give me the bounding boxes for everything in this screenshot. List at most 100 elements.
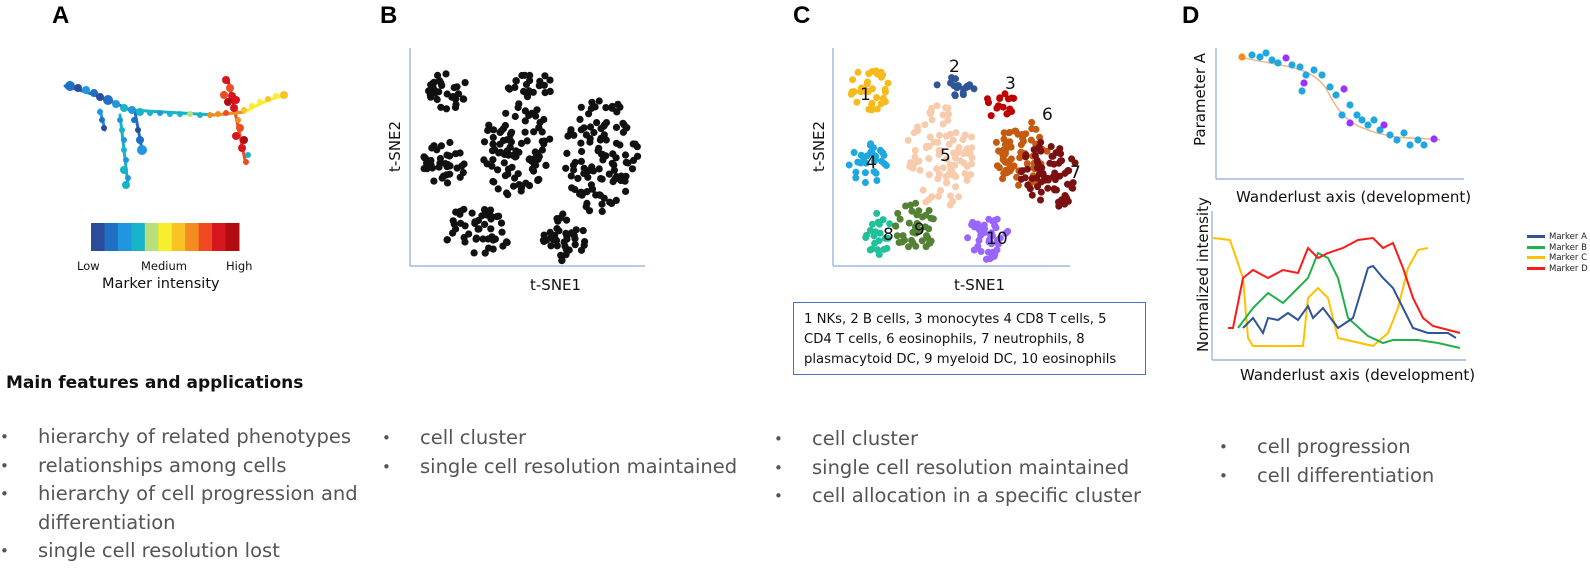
cluster-5-point	[904, 136, 912, 144]
b-cell-point	[596, 191, 604, 199]
cluster-8-point	[873, 209, 881, 217]
d-top-cell-point	[1326, 83, 1334, 91]
b-cell-point	[595, 144, 603, 152]
cluster-7-point	[1057, 157, 1065, 165]
d-top-cell-point	[1300, 79, 1308, 87]
b-cell-point	[446, 162, 454, 170]
b-cell-point	[468, 209, 476, 217]
b-cell-point	[525, 111, 533, 119]
cluster-6-point	[1000, 135, 1008, 143]
b-cell-point	[590, 128, 598, 137]
cluster-6-point	[1007, 155, 1015, 163]
cluster-5-point	[955, 144, 963, 151]
b-cell-point	[547, 242, 555, 250]
cluster-5-point	[926, 133, 934, 141]
b-cell-point	[489, 133, 497, 142]
d-top-cell-point	[1358, 116, 1366, 124]
cluster-5-point	[944, 116, 952, 124]
d-bottom-y-axis-label: Normalized intensity	[1194, 197, 1212, 352]
cluster-10-point	[977, 231, 985, 239]
d-top-cell-point	[1310, 66, 1318, 74]
b-cell-point	[435, 88, 443, 96]
cluster-6-point	[1012, 127, 1020, 135]
b-cell-point	[526, 155, 534, 163]
cluster-7-point	[1047, 143, 1055, 150]
cluster-5-point	[934, 192, 942, 200]
b-cell-point	[520, 87, 528, 95]
cluster-9-point	[918, 237, 926, 245]
cluster-1-point	[877, 100, 885, 108]
cluster-8-point	[879, 216, 887, 224]
cluster-9-point	[896, 215, 904, 223]
b-cell-point	[521, 128, 529, 136]
d-top-cell-point	[1393, 136, 1401, 144]
cluster-7-point	[1049, 152, 1057, 160]
cluster-2-point	[951, 92, 959, 100]
b-cell-point	[517, 139, 526, 147]
b-cell-point	[489, 156, 497, 164]
cluster-5-point	[936, 131, 943, 139]
cluster-10-point	[993, 236, 1001, 244]
tree-node	[243, 159, 249, 165]
cluster-label-10: 10	[986, 229, 1008, 249]
cluster-9-point	[892, 222, 900, 230]
panel-letter-c: C	[793, 2, 811, 29]
cluster-10-point	[964, 234, 972, 242]
tree-node	[96, 93, 104, 101]
b-cell-point	[600, 121, 609, 129]
b-cell-point	[609, 150, 617, 158]
cluster-5-point	[943, 179, 951, 187]
panel-letter-d: D	[1182, 2, 1200, 29]
tree-node	[273, 93, 279, 99]
features-list-d: cell progression cell differentiation	[1219, 433, 1549, 490]
b-cell-point	[452, 150, 460, 158]
d-top-trend-curve	[1239, 56, 1441, 141]
b-cell-point	[587, 181, 595, 189]
d-top-cell-point	[1370, 116, 1378, 124]
b-cell-point	[595, 97, 603, 105]
b-cell-point	[608, 159, 616, 167]
d-top-cell-point	[1268, 56, 1276, 64]
b-cell-point	[634, 152, 642, 160]
b-cell-point	[576, 115, 584, 123]
b-cell-point	[532, 112, 540, 120]
b-cell-point	[546, 135, 554, 143]
d-top-cell-point	[1414, 136, 1422, 144]
tree-node	[238, 144, 246, 152]
cluster-10-point	[992, 224, 1000, 232]
d-top-cell-point	[1400, 129, 1408, 137]
d-top-cell-point	[1338, 111, 1346, 119]
b-cell-point	[480, 138, 489, 146]
cluster-5-point	[968, 160, 976, 168]
cluster-1-point	[849, 76, 857, 84]
cluster-6-point	[1007, 143, 1015, 151]
b-cell-point	[572, 226, 580, 234]
cluster-3-point	[1003, 110, 1011, 118]
b-cell-point	[621, 177, 629, 185]
marker-c-line	[1212, 237, 1429, 348]
b-cell-point	[598, 207, 606, 215]
tree-node	[235, 117, 241, 123]
cluster-8-point	[862, 234, 870, 241]
cluster-5-point	[942, 104, 950, 112]
d-top-cell-point	[1380, 121, 1388, 129]
b-cell-point	[489, 245, 497, 253]
cluster-5-point	[919, 186, 927, 194]
marker-intensity-colorbar	[91, 223, 240, 251]
d-top-cell-point	[1248, 51, 1256, 59]
cluster-label-8: 8	[883, 225, 894, 245]
b-cell-point	[523, 93, 532, 101]
tree-node	[117, 117, 123, 123]
cluster-5-point	[961, 131, 969, 139]
tree-node	[226, 84, 234, 92]
d-top-cell-point	[1318, 71, 1326, 79]
cluster-4-point	[861, 179, 869, 186]
b-cell-point	[567, 172, 575, 180]
b-cell-point	[628, 165, 637, 173]
b-cell-point	[562, 164, 570, 172]
cluster-4-point	[873, 177, 881, 184]
b-cell-point	[521, 71, 529, 79]
cluster-5-point	[950, 149, 958, 157]
b-cell-point	[503, 238, 511, 246]
